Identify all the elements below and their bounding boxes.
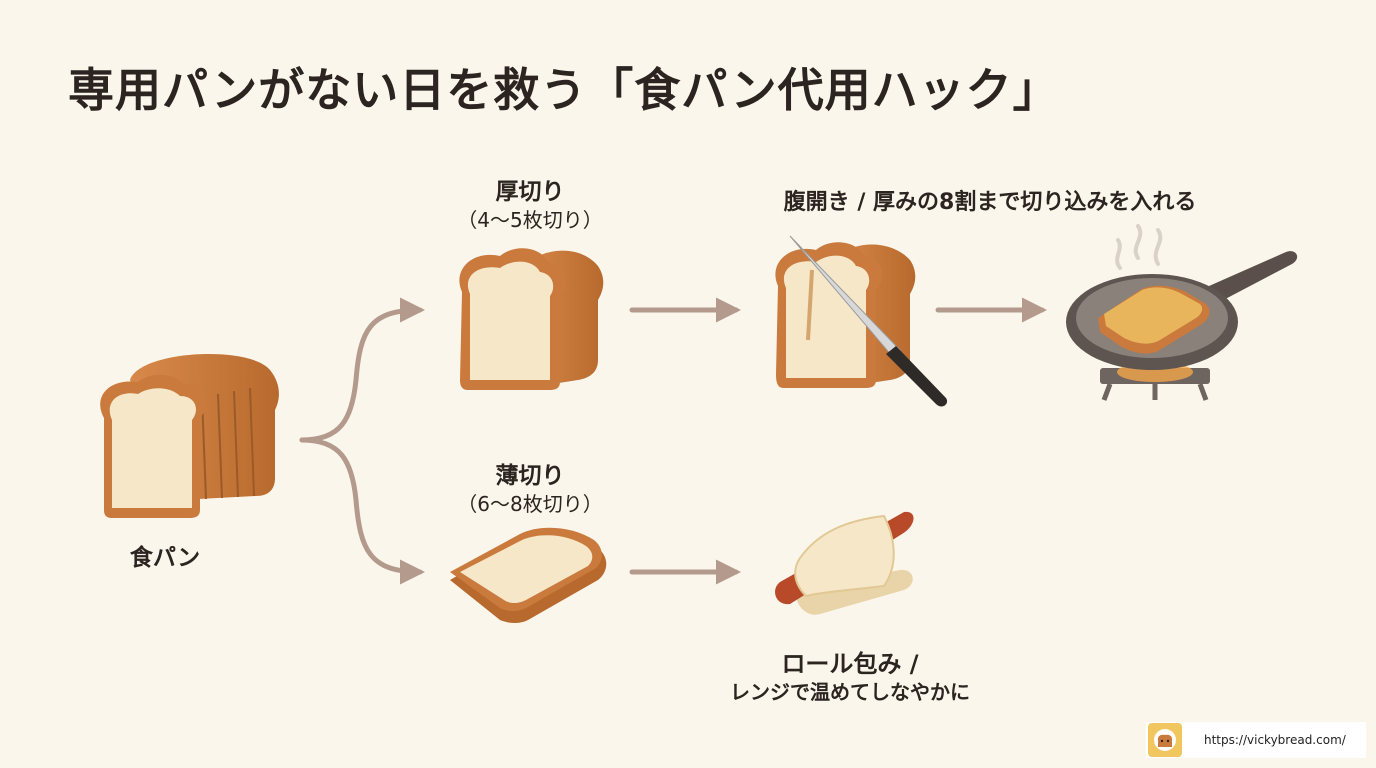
cut-step-label: 腹開き / 厚みの8割まで切り込みを入れる: [783, 190, 1197, 215]
start-label: 食パン: [129, 545, 201, 571]
thin-sub-label: （6〜8枚切り）: [457, 492, 603, 516]
sausage-roll-icon: [775, 511, 914, 615]
bread-loaf-icon: [100, 353, 279, 518]
roll-step-label: ロール包み /: [781, 650, 919, 678]
footer-badge: https://vickybread.com/: [1146, 722, 1366, 758]
footer-url[interactable]: https://vickybread.com/: [1204, 733, 1346, 747]
branch-connector: [299, 297, 425, 585]
thin-slice-icon: [450, 527, 607, 623]
frying-pan-toast-icon: [1066, 224, 1298, 401]
step-arrows: [629, 297, 1047, 585]
thick-label: 厚切り: [495, 179, 565, 205]
bread-logo-icon: [1148, 723, 1182, 757]
thick-sub-label: （4〜5枚切り）: [457, 208, 603, 232]
thin-label: 薄切り: [495, 463, 565, 489]
thick-slice-icon: [459, 248, 604, 390]
page-title: 専用パンがない日を救う「食パン代用ハック」: [68, 63, 1060, 117]
roll-step-sub-label: レンジで温めてしなやかに: [730, 680, 970, 704]
cut-bread-knife-icon: [775, 235, 948, 407]
